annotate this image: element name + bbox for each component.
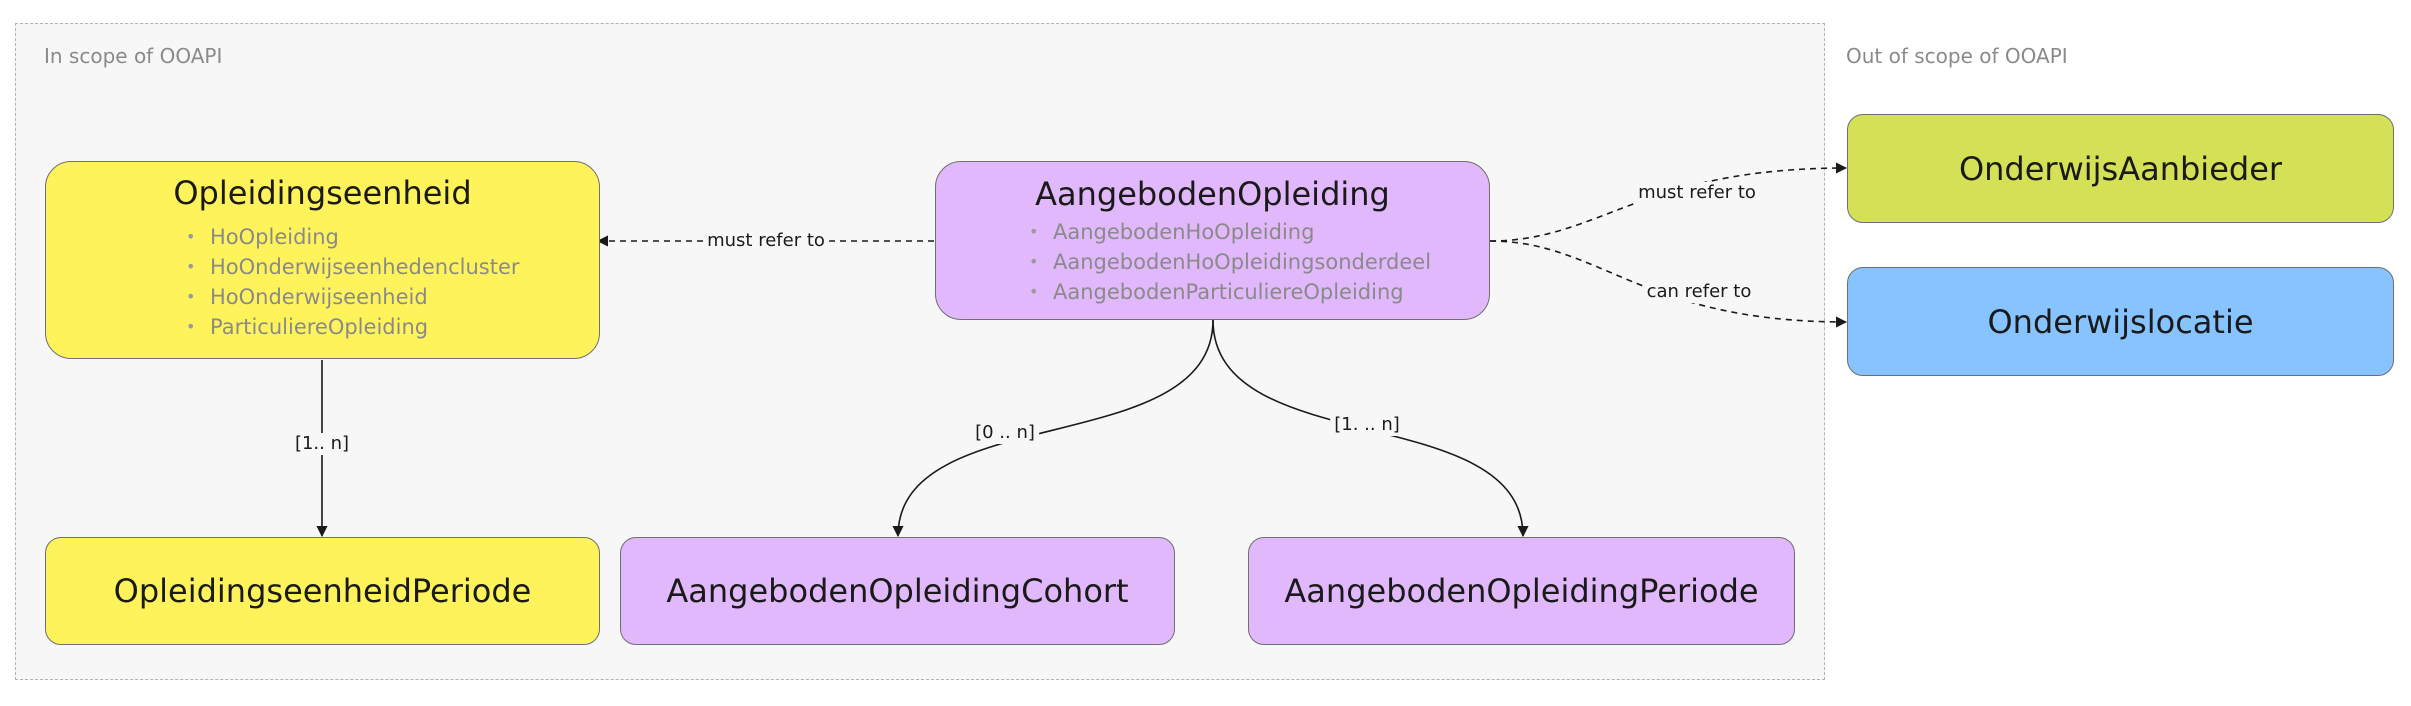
edge-label-card-periode: [1. .. n] <box>1330 414 1404 436</box>
edge-aangeboden-to-onderwijslocatie <box>1489 240 1848 328</box>
subtype-item: ParticuliereOpleiding <box>186 312 520 342</box>
subtype-item: AangebodenHoOpleidingsonderdeel <box>1029 247 1431 277</box>
node-title: Onderwijslocatie <box>1987 302 2254 341</box>
edge-aangeboden-to-aanbieder <box>1489 162 1848 242</box>
node-onderwijslocatie[interactable]: Onderwijslocatie <box>1847 267 2394 376</box>
subtype-item: HoOpleiding <box>186 222 520 252</box>
node-title: OnderwijsAanbieder <box>1958 149 2283 188</box>
out-scope-label: Out of scope of OOAPI <box>1846 44 2068 68</box>
node-title: Opleidingseenheid <box>173 174 472 212</box>
node-opleidingseenheid[interactable]: Opleidingseenheid HoOpleiding HoOnderwij… <box>45 161 600 359</box>
node-title: AangebodenOpleidingPeriode <box>1284 572 1759 610</box>
node-title: AangebodenOpleiding <box>1035 174 1390 213</box>
node-aangeboden-opleiding[interactable]: AangebodenOpleiding AangebodenHoOpleidin… <box>935 161 1490 320</box>
node-title: OpleidingseenheidPeriode <box>113 572 532 610</box>
node-aangeboden-opleiding-cohort[interactable]: AangebodenOpleidingCohort <box>620 537 1175 645</box>
in-scope-label: In scope of OOAPI <box>44 44 223 68</box>
edge-label-must-refer-left: must refer to <box>703 230 829 252</box>
edge-label-must-refer-right: must refer to <box>1634 182 1760 204</box>
edge-label-card-cohort: [0 .. n] <box>971 422 1039 444</box>
edge-aangeboden-to-cohort <box>892 319 1214 538</box>
subtype-list: HoOpleiding HoOnderwijseenhedencluster H… <box>186 222 520 342</box>
subtype-item: HoOnderwijseenheid <box>186 282 520 312</box>
subtype-item: AangebodenHoOpleiding <box>1029 217 1431 247</box>
subtype-item: AangebodenParticuliereOpleiding <box>1029 277 1431 307</box>
node-aangeboden-opleiding-periode[interactable]: AangebodenOpleidingPeriode <box>1248 537 1795 645</box>
node-opleidingseenheid-periode[interactable]: OpleidingseenheidPeriode <box>45 537 600 645</box>
subtype-item: HoOnderwijseenhedencluster <box>186 252 520 282</box>
edge-label-can-refer: can refer to <box>1642 281 1756 303</box>
node-title: AangebodenOpleidingCohort <box>666 572 1129 610</box>
edge-label-card-opleidingseenheid: [1.. n] <box>290 433 354 455</box>
node-onderwijs-aanbieder[interactable]: OnderwijsAanbieder <box>1847 114 2394 223</box>
subtype-list: AangebodenHoOpleiding AangebodenHoOpleid… <box>1029 217 1431 307</box>
